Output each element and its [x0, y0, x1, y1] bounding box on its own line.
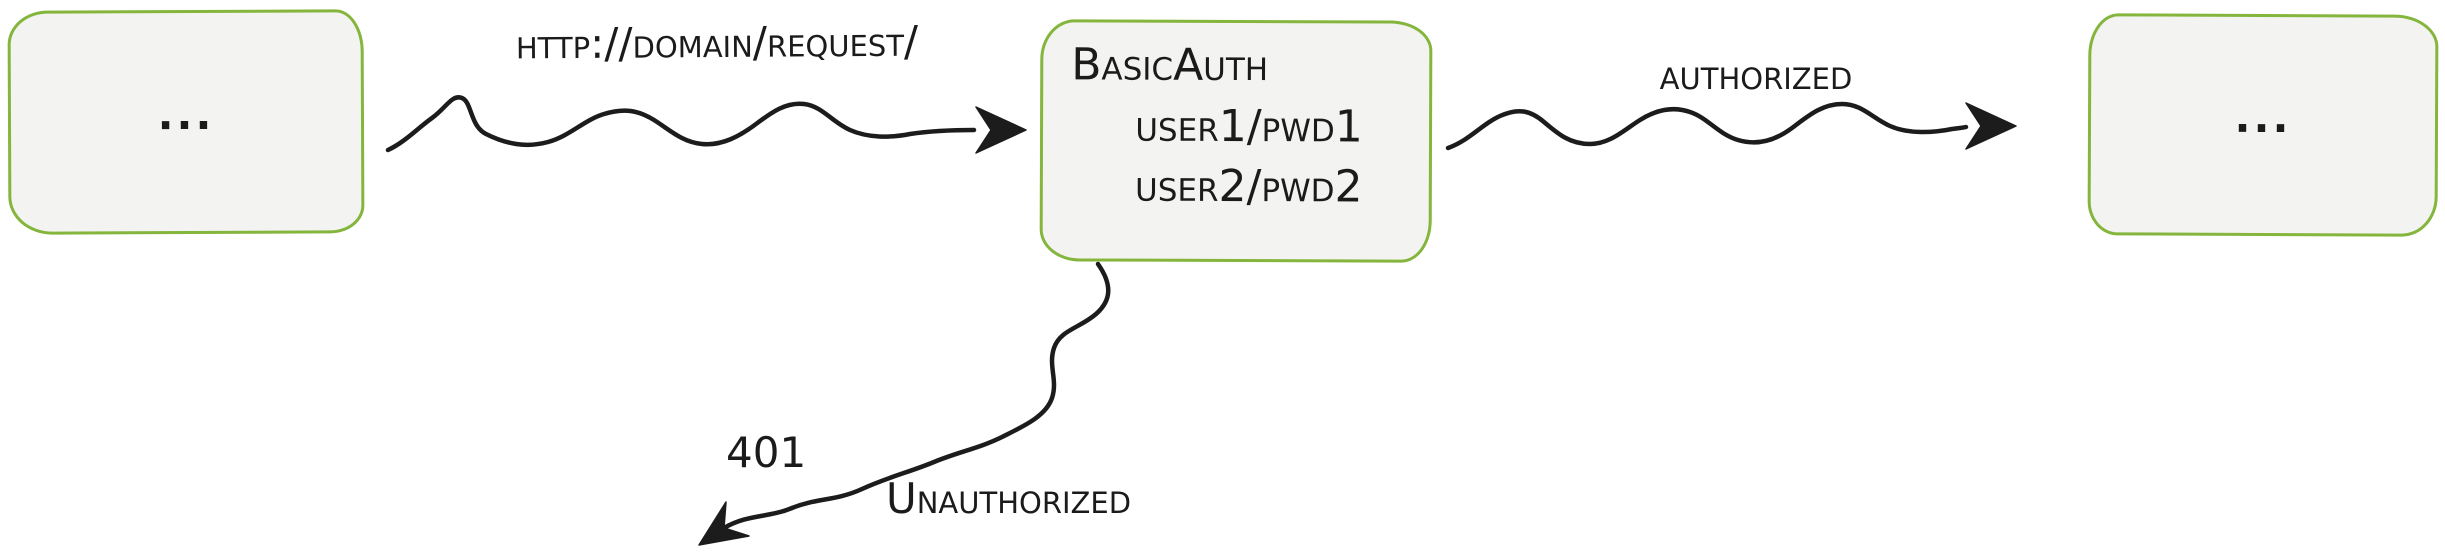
- status-code-label: 401: [726, 428, 807, 477]
- authorized-label: authorized: [1659, 50, 1853, 99]
- node-client: ...: [7, 9, 365, 235]
- node-server-label: ...: [2234, 92, 2292, 143]
- node-basic-auth-title: BasicAuth: [1071, 39, 1269, 92]
- request-arrow: [385, 95, 1027, 154]
- node-basic-auth: BasicAuth user1/pwd1 user2/pwd2: [1039, 19, 1433, 263]
- authorized-arrow: [1445, 101, 2017, 151]
- basic-auth-user-2: user2/pwd2: [1134, 160, 1363, 213]
- request-url-label: http://domain/request/: [515, 16, 919, 69]
- unauthorized-label: Unauthorized: [886, 474, 1132, 523]
- node-client-label: ...: [157, 89, 215, 140]
- basic-auth-user-1: user1/pwd1: [1135, 100, 1363, 153]
- node-server: ...: [2087, 13, 2439, 237]
